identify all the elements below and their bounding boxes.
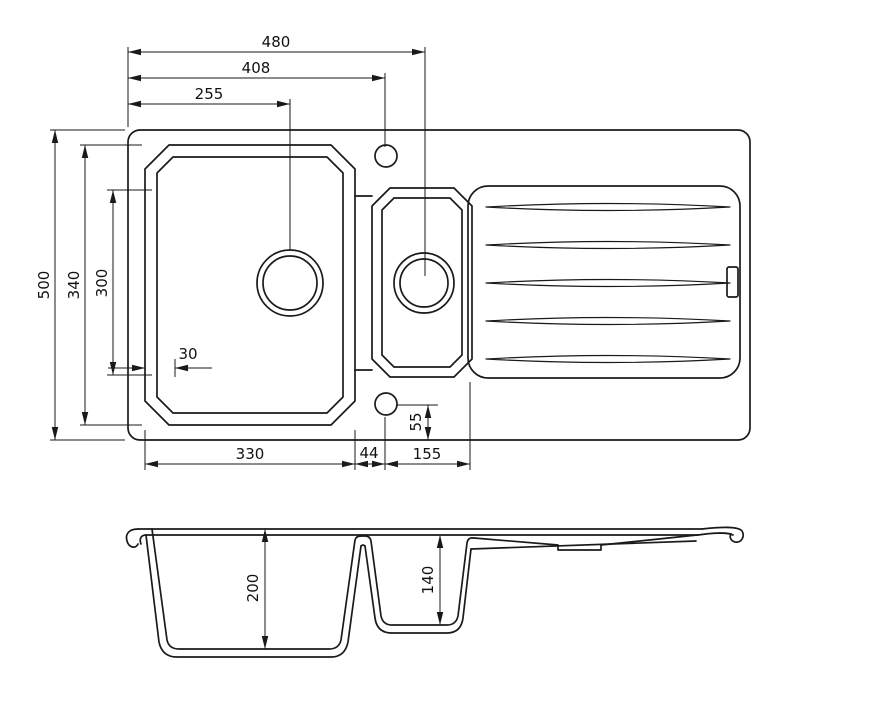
small-bowl-drain-outer xyxy=(393,252,455,314)
dim-55: 55 xyxy=(397,404,438,440)
small-bowl-outer-rim xyxy=(371,187,473,378)
dim-140: 140 xyxy=(419,535,444,625)
right-lip-inner xyxy=(697,532,734,536)
dim-155: 155 xyxy=(385,445,470,468)
groove-2 xyxy=(485,240,731,250)
large-bowl-outer-profile xyxy=(145,534,362,658)
large-bowl-inner-rim xyxy=(156,156,344,414)
groove-4 xyxy=(485,316,731,326)
large-bowl-drain-outer xyxy=(256,249,324,317)
dim-label-155: 155 xyxy=(413,445,442,463)
dim-label-340: 340 xyxy=(65,271,83,300)
dim-label-140: 140 xyxy=(419,566,437,595)
small-bowl-outer-profile xyxy=(364,545,472,634)
overflow-slot xyxy=(726,266,739,298)
dim-label-255: 255 xyxy=(195,85,224,103)
dimensions-top-view: 480 408 255 500 340 300 xyxy=(35,33,471,470)
dim-label-300: 300 xyxy=(93,269,111,298)
dim-200: 200 xyxy=(244,529,269,649)
large-bowl-outer-rim xyxy=(144,144,356,426)
drainboard-grooves xyxy=(485,202,731,364)
sink-outer-edge xyxy=(127,129,751,441)
dim-label-500: 500 xyxy=(35,271,53,300)
dim-44: 44 xyxy=(355,444,385,468)
dim-label-480: 480 xyxy=(262,33,291,51)
dim-label-30: 30 xyxy=(178,345,197,363)
dimensions-section-view: 200 140 xyxy=(244,529,444,649)
dim-408: 408 xyxy=(128,59,385,82)
drainboard-underside xyxy=(470,540,697,550)
groove-5 xyxy=(485,354,731,364)
large-bowl-drain-inner xyxy=(262,255,318,311)
tap-hole-top xyxy=(374,144,398,168)
dim-480: 480 xyxy=(128,33,425,56)
groove-3 xyxy=(485,278,731,288)
dim-label-200: 200 xyxy=(244,574,262,603)
left-lip-outer xyxy=(125,528,139,548)
dim-30: 30 xyxy=(108,345,212,377)
dim-500: 500 xyxy=(35,130,59,440)
tap-hole-bottom xyxy=(374,392,398,416)
bowls-inner-profile xyxy=(151,528,475,650)
left-lip-inner xyxy=(139,534,147,545)
drainboard-outline xyxy=(467,185,741,379)
dim-label-44: 44 xyxy=(359,444,378,462)
dim-label-55: 55 xyxy=(407,412,425,431)
dim-255: 255 xyxy=(128,85,290,108)
small-bowl-inner-rim xyxy=(381,197,463,368)
section-view xyxy=(125,526,745,658)
dim-300: 300 xyxy=(93,190,117,375)
top-view xyxy=(127,129,751,441)
dim-330: 330 xyxy=(145,445,355,468)
dim-340: 340 xyxy=(65,145,89,425)
right-lip-outer xyxy=(701,526,745,543)
dim-label-330: 330 xyxy=(236,445,265,463)
dim-label-408: 408 xyxy=(242,59,271,77)
groove-1 xyxy=(485,202,731,212)
divider-underside xyxy=(360,544,366,547)
small-bowl-drain-inner xyxy=(399,258,449,308)
